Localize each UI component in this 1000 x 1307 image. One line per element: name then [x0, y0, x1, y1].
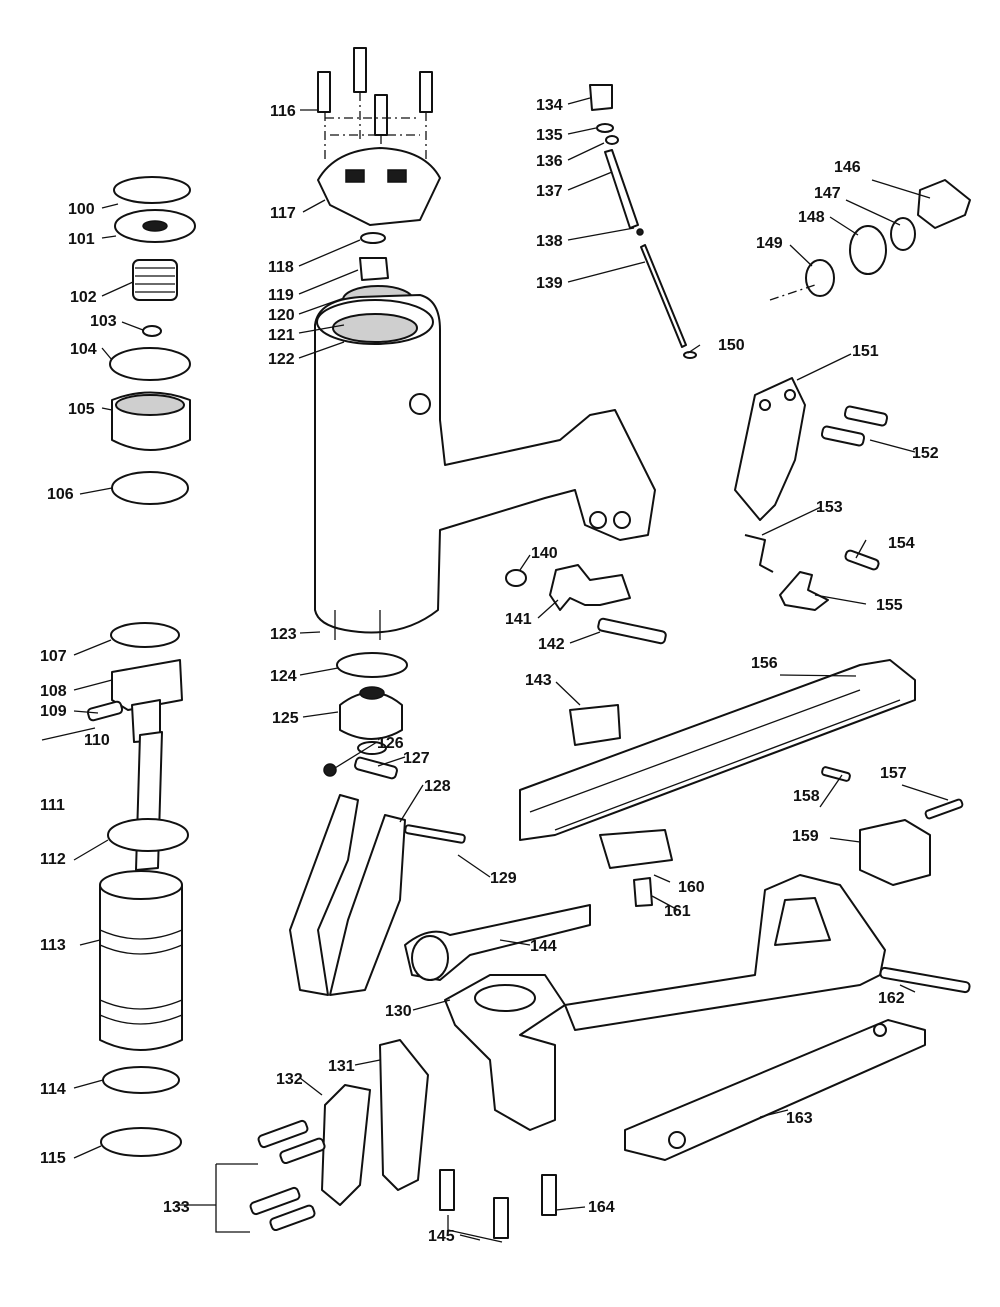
nose-assembly	[289, 652, 466, 996]
label-118: 118	[268, 259, 294, 276]
label-156: 156	[751, 655, 778, 672]
label-144: 144	[530, 938, 557, 955]
label-105: 105	[68, 401, 95, 418]
label-111: 111	[40, 797, 65, 814]
label-121: 121	[268, 327, 295, 344]
label-127: 127	[403, 750, 430, 767]
label-124: 124	[270, 668, 297, 685]
label-152: 152	[912, 445, 939, 462]
label-130: 130	[385, 1003, 412, 1020]
inlet-fitting-assembly	[769, 179, 971, 301]
label-115: 115	[40, 1150, 66, 1167]
label-163: 163	[786, 1110, 813, 1127]
base-guide-assembly	[215, 874, 971, 1243]
label-145: 145	[428, 1228, 455, 1245]
label-153: 153	[816, 499, 843, 516]
label-126: 126	[377, 735, 404, 752]
label-122: 122	[268, 351, 295, 368]
label-131: 131	[328, 1058, 355, 1075]
trigger-bracket-assembly	[734, 377, 889, 611]
label-125: 125	[272, 710, 299, 727]
label-149: 149	[756, 235, 783, 252]
label-140: 140	[531, 545, 558, 562]
label-138: 138	[536, 233, 563, 250]
label-164: 164	[588, 1199, 615, 1216]
tool-body	[314, 294, 656, 640]
label-141: 141	[505, 611, 532, 628]
label-146: 146	[834, 159, 861, 176]
label-110: 110	[84, 732, 110, 749]
label-123: 123	[270, 626, 297, 643]
label-162: 162	[878, 990, 905, 1007]
label-112: 112	[40, 851, 66, 868]
label-108: 108	[40, 683, 67, 700]
magazine-rail	[519, 659, 964, 907]
label-161: 161	[664, 903, 691, 920]
label-120: 120	[268, 307, 295, 324]
label-104: 104	[70, 341, 97, 358]
piston-cylinder-assembly	[41, 622, 189, 1157]
label-137: 137	[536, 183, 563, 200]
leader-lines	[73, 97, 949, 1241]
label-128: 128	[424, 778, 451, 795]
label-159: 159	[792, 828, 819, 845]
label-148: 148	[798, 209, 825, 226]
label-135: 135	[536, 127, 563, 144]
label-142: 142	[538, 636, 565, 653]
latch-assembly	[505, 564, 667, 746]
label-136: 136	[536, 153, 563, 170]
label-150: 150	[718, 337, 745, 354]
label-160: 160	[678, 879, 705, 896]
part-labels: 100 101 102 103 104 105 106 107 108 109 …	[40, 97, 939, 1245]
label-107: 107	[40, 648, 67, 665]
label-132: 132	[276, 1071, 303, 1088]
label-158: 158	[793, 788, 820, 805]
label-100: 100	[68, 201, 95, 218]
label-102: 102	[70, 289, 97, 306]
label-101: 101	[68, 231, 95, 248]
label-117: 117	[270, 205, 296, 222]
cap-assembly	[109, 176, 196, 505]
label-134: 134	[536, 97, 563, 114]
label-129: 129	[490, 870, 517, 887]
valve-stem-assembly	[589, 84, 697, 359]
label-139: 139	[536, 275, 563, 292]
label-114: 114	[40, 1081, 66, 1098]
label-103: 103	[90, 313, 117, 330]
label-133: 133	[163, 1199, 190, 1216]
label-151: 151	[852, 343, 879, 360]
label-154: 154	[888, 535, 915, 552]
label-157: 157	[880, 765, 907, 782]
label-109: 109	[40, 703, 67, 720]
label-116: 116	[270, 103, 296, 120]
label-119: 119	[268, 287, 294, 304]
label-113: 113	[40, 937, 66, 954]
label-147: 147	[814, 185, 841, 202]
label-106: 106	[47, 486, 74, 503]
label-155: 155	[876, 597, 903, 614]
label-143: 143	[525, 672, 552, 689]
